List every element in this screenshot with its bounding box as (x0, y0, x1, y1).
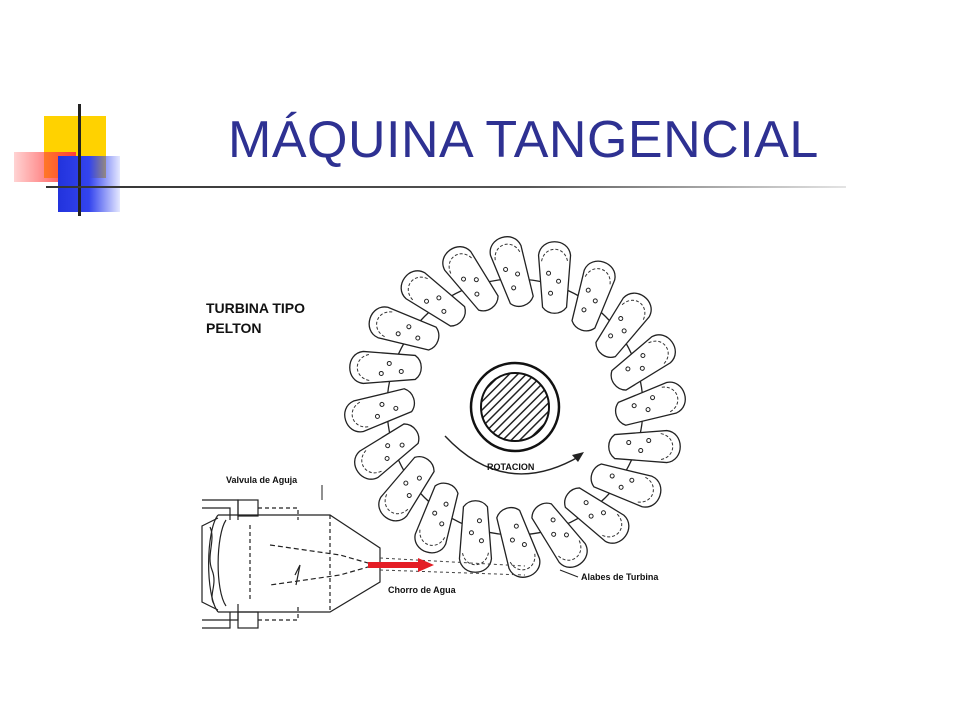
bucket (489, 236, 534, 307)
slide-title: MÁQUINA TANGENCIAL (228, 111, 819, 169)
turbine-wheel (344, 236, 686, 578)
bucket (349, 350, 422, 385)
jet-label: Chorro de Agua (388, 585, 457, 595)
bucket (344, 388, 415, 433)
rotation-label: ROTACION (487, 462, 534, 472)
pelton-turbine-diagram: TURBINA TIPO PELTON ROTACION Valvula de … (201, 236, 686, 629)
water-jet (379, 557, 526, 576)
valve-rod-top (202, 499, 239, 520)
needle-spear (269, 544, 378, 586)
diagram-heading-line1: TURBINA TIPO (206, 300, 305, 316)
decor-blue-square (58, 156, 120, 212)
bucket (590, 463, 662, 508)
bucket (537, 241, 572, 314)
bucket (414, 482, 459, 554)
bucket (608, 429, 681, 464)
buckets-group (344, 236, 686, 578)
bucket (400, 270, 466, 327)
pipe-flange-inner (217, 519, 227, 607)
blades-label-leader (559, 569, 579, 578)
bucket (354, 423, 420, 480)
rotation-arrowhead (572, 452, 584, 462)
nozzle-inner-lines (249, 515, 331, 612)
bucket (615, 381, 686, 426)
bucket (442, 246, 499, 312)
valve-link-bottom (258, 606, 299, 621)
jet-arrow-head (418, 558, 434, 572)
rotation-arrow (444, 435, 581, 475)
valve-block-top (237, 499, 259, 517)
bucket (564, 487, 630, 544)
nozzle-body (218, 514, 381, 613)
bucket (610, 334, 676, 391)
title-underline (46, 186, 846, 188)
pipe-weld (209, 526, 215, 605)
bucket (595, 292, 652, 358)
decor-vertical-line (78, 104, 81, 216)
valve-block-bottom (237, 611, 259, 629)
bucket (531, 502, 588, 568)
blades-label: Alabes de Turbina (581, 572, 659, 582)
pipe-end (201, 517, 219, 611)
bucket (496, 507, 541, 578)
valve-rod-bottom (202, 604, 239, 629)
bucket (378, 456, 435, 522)
bucket (571, 260, 616, 332)
nozzle-assembly (201, 499, 381, 629)
diagram-heading-line2: PELTON (206, 320, 262, 336)
valve-link-top (258, 507, 299, 520)
valve-label: Valvula de Aguja (226, 475, 298, 485)
nozzle-mark (294, 564, 301, 586)
bucket (368, 306, 440, 351)
bucket (458, 500, 493, 573)
shaft (480, 372, 550, 442)
pipe-flange (208, 514, 219, 613)
